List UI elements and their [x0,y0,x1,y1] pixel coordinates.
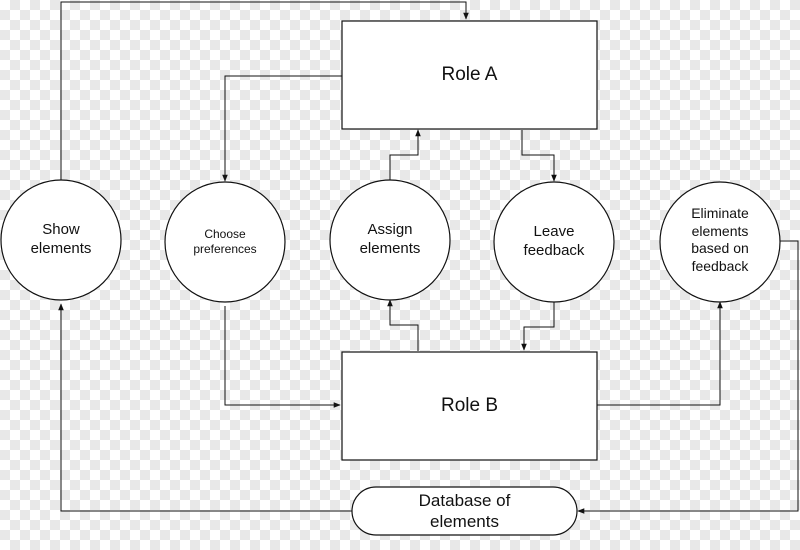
role-b-label: Role B [440,395,499,417]
connector-role-a-to-leave [521,130,557,182]
assign-elements-circle [329,179,451,301]
leave-feedback-label: Leave feedback [523,223,585,259]
show-elements-circle [0,179,122,301]
connector-database-to-show [58,303,352,512]
role-a-label: Role A [441,64,498,86]
connector-leave-to-role-b [521,302,555,351]
connector-role-a-to-choose [222,75,342,182]
connector-choose-to-role-b [224,306,341,408]
connector-eliminate-to-database [577,240,799,514]
role-a-box [341,20,598,130]
leave-feedback-circle [493,181,615,303]
choose-preferences-label: Choose preferences [193,227,257,256]
eliminate-elements-label: Eliminate elements based on feedback [691,205,749,274]
database-label: Database of elements [418,490,511,531]
eliminate-elements-circle [659,181,781,303]
connector-show-to-role-a [60,1,469,192]
database-node [351,486,578,536]
assign-elements-label: Assign elements [359,221,421,257]
choose-preferences-circle [164,181,286,303]
connector-role-b-to-assign [387,299,419,351]
show-elements-label: Show elements [30,221,92,257]
connector-role-b-to-eliminate [597,301,723,406]
role-b-box [341,351,598,461]
connector-assign-to-role-a [389,129,421,181]
